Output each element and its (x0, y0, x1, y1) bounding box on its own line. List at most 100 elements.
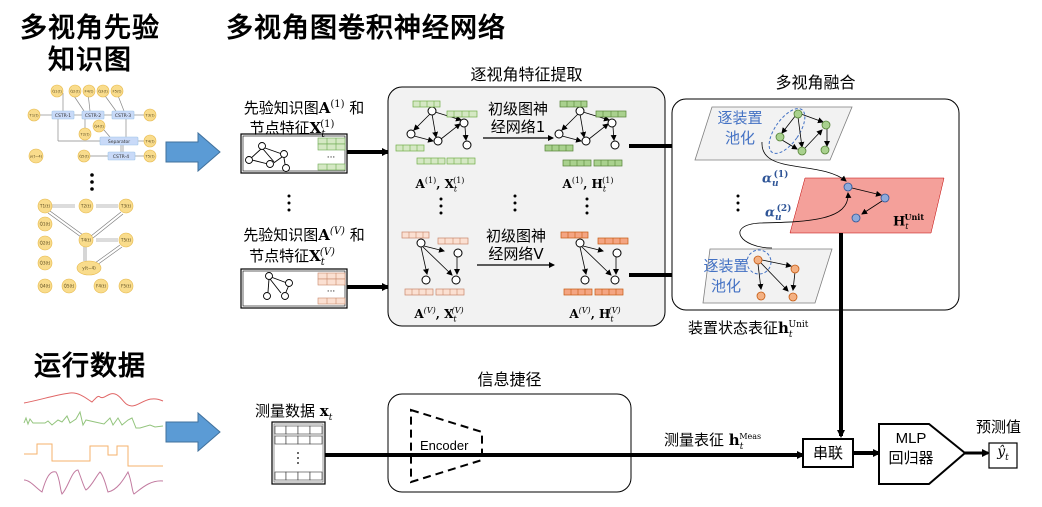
unit-cstr3: CSTR-3 (115, 113, 131, 119)
pooling-region-1 (768, 108, 806, 154)
concat-box (802, 438, 854, 468)
mlp-label-line2: 回归器 (888, 449, 934, 467)
svg-text:y(t−4): y(t−4) (82, 266, 96, 271)
title-operating-data: 运行数据 (34, 351, 146, 382)
fusion-title: 多视角融合 (775, 73, 856, 92)
label-out-viewV: A(V), Ht(V) (569, 306, 621, 324)
svg-text:T5(t): T5(t) (120, 238, 131, 243)
svg-text:Q̇4(t): Q̇4(t) (40, 284, 51, 289)
label-out-view1: A(1), Ht(1) (562, 176, 614, 194)
graph-viewV-output (560, 231, 629, 296)
big-arrow-bottom-icon (165, 411, 221, 453)
gnn1-label-line2: 经网络1 (490, 118, 546, 136)
unit-plane-nodes (843, 182, 890, 223)
svg-text:F4(t): F4(t) (84, 89, 94, 94)
measurement-table (271, 421, 326, 485)
per-view-title: 逐视角特征提取 (470, 65, 583, 84)
svg-text:···: ··· (327, 287, 336, 297)
svg-text:Q̇3(t): Q̇3(t) (98, 89, 108, 94)
unit-separator: Separator (108, 139, 130, 145)
input-label-viewV-line2: 节点特征Xt(V) (249, 247, 335, 268)
svg-text:y(t−4): y(t−4) (30, 154, 43, 159)
unit-cstr4: CSTR-4 (113, 154, 129, 160)
series-4 (23, 469, 164, 495)
input-label-view1-line2: 节点特征Xt(1) (249, 119, 335, 140)
svg-text:T4(t): T4(t) (144, 139, 155, 144)
svg-text:F5(t): F5(t) (112, 89, 122, 94)
concat-label: 串联 (812, 444, 843, 462)
prior-graph-viewV-nodes (37, 198, 134, 294)
encoder-shape (410, 408, 483, 484)
meas-repr-label: 测量表征 htMeas (664, 431, 762, 452)
prior-graph-view1: CSTR-1 CSTR-2 CSTR-3 Separator CSTR-4 Q̇… (27, 84, 157, 164)
svg-text:F4(t): F4(t) (96, 284, 106, 289)
graph-view1-output (544, 100, 627, 167)
unit-cstr2: CSTR-2 (85, 113, 101, 119)
input-ellipsis (287, 194, 291, 212)
fusion-ellipsis (736, 194, 740, 212)
gnnV-label-line1: 初级图神 (485, 227, 546, 245)
svg-text:T1(t): T1(t) (39, 204, 50, 209)
svg-text:T3(t): T3(t) (120, 204, 131, 209)
prediction-title: 预测值 (976, 418, 1022, 436)
svg-text:Q̇2(t): Q̇2(t) (40, 241, 51, 246)
per-view-ellipsis (439, 194, 589, 215)
encoder-label: Encoder (420, 438, 469, 453)
label-in-view1: A(1), Xt(1) (415, 176, 465, 194)
svg-text:Q̇2(t): Q̇2(t) (70, 89, 80, 94)
prior-graph-viewV: T1(t) T2(t) T3(t) Q̇1(t) T4(t) T5(t) Q̇2… (37, 198, 134, 294)
graph-viewV-input (401, 231, 469, 296)
title-prior-kg-line1: 多视角先验 (20, 13, 160, 44)
svg-text:Q̇3(t): Q̇3(t) (40, 261, 51, 266)
svg-text:···: ··· (327, 153, 336, 163)
attention-curve-1 (761, 141, 847, 182)
svg-text:T2(t): T2(t) (80, 204, 91, 209)
prior-graph-ellipsis (90, 173, 94, 191)
shortcut-title: 信息捷径 (477, 370, 542, 389)
unit-plane (789, 177, 945, 234)
big-arrow-top-icon (165, 131, 221, 173)
graph-view1-input (395, 100, 478, 165)
prior-graph-view1-nodes (27, 84, 157, 164)
operating-data-series (23, 392, 164, 495)
pool-label-view1-line2: 池化 (724, 129, 755, 147)
svg-text:T5(t): T5(t) (144, 154, 155, 159)
shortcut-panel (387, 393, 632, 493)
title-mvgcn: 多视角图卷积神经网络 (226, 13, 506, 44)
unit-cstr1: CSTR-1 (55, 113, 71, 119)
series-1 (23, 392, 164, 407)
prediction-box (988, 442, 1018, 469)
input-label-view1-line1: 先验知识图A(1) 和 (243, 99, 365, 117)
svg-text:Q̇1(t): Q̇1(t) (40, 222, 51, 227)
svg-text:Q̇4(t): Q̇4(t) (94, 124, 104, 129)
unit-plane-label: HtUnit (893, 212, 925, 231)
svg-text:T2(t): T2(t) (79, 132, 90, 137)
mlp-label-line1: MLP (895, 430, 927, 447)
series-2 (23, 410, 164, 429)
svg-text:Q̇1(t): Q̇1(t) (52, 89, 62, 94)
viewV-plane-nodes (753, 255, 800, 302)
attention-curve-2 (739, 192, 852, 249)
svg-text:T1(t): T1(t) (28, 113, 39, 118)
series-3 (24, 443, 163, 467)
input-box-view1: ··· (240, 133, 348, 174)
svg-text:Q̇5(t): Q̇5(t) (79, 154, 89, 159)
svg-text:F5(t): F5(t) (121, 284, 131, 289)
mlp-shape (878, 423, 967, 485)
pool-label-viewV-line2: 池化 (710, 277, 741, 295)
title-prior-kg-line2: 知识图 (48, 45, 132, 76)
gnn1-label-line1: 初级图神 (487, 100, 548, 118)
unit-state-label: 装置状态表征htUnit (688, 319, 809, 340)
svg-text:Q̇5(t): Q̇5(t) (64, 284, 75, 289)
svg-text:T3(t): T3(t) (144, 113, 155, 118)
viewV-plane (702, 248, 833, 304)
svg-text:T4(t): T4(t) (80, 238, 91, 243)
measurement-label: 测量数据 xt (255, 402, 333, 423)
attention-weight-1: αu(1) (762, 170, 789, 189)
attention-weight-2: αu(2) (765, 204, 792, 223)
view1-plane (694, 106, 853, 161)
input-box-viewV: ··· (240, 268, 348, 309)
pool-label-view1-line1: 逐装置 (717, 109, 763, 127)
input-label-viewV-line1: 先验知识图A(V) 和 (243, 226, 365, 244)
